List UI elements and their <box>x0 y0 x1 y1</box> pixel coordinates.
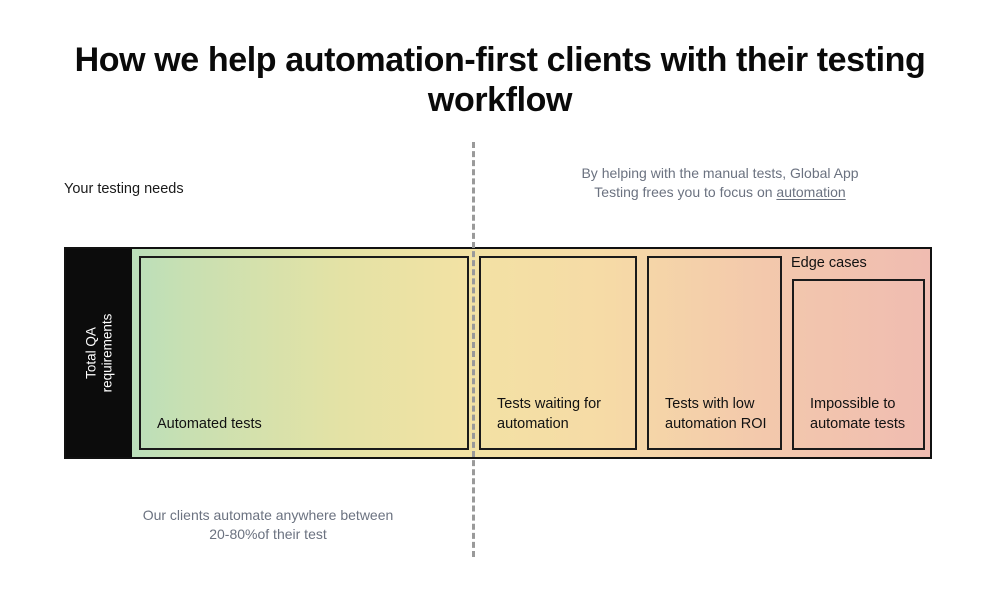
right-note-line-2-prefix: Testing frees you to focus on <box>594 184 777 200</box>
total-qa-requirements-label: Total QA requirements <box>83 314 115 393</box>
right-annotation-note: By helping with the manual tests, Global… <box>520 164 920 202</box>
segment-automated-tests[interactable]: Automated tests <box>139 256 469 450</box>
edge-cases-caption: Edge cases <box>791 255 867 271</box>
segment-tests-waiting-for-automation[interactable]: Tests waiting for automation <box>479 256 637 450</box>
segment-label: Impossible to automate tests <box>810 396 906 432</box>
axis-label-line-1: Total QA <box>83 327 99 379</box>
bottom-annotation-note: Our clients automate anywhere between 20… <box>78 506 458 544</box>
segment-label: Tests waiting for automation <box>497 396 601 432</box>
segment-label: Tests with low automation ROI <box>665 396 767 432</box>
bottom-note-line-2: 20-80%of their test <box>209 526 327 542</box>
segments-container: Automated tests Tests waiting for automa… <box>132 249 930 457</box>
automation-link[interactable]: automation <box>776 184 846 200</box>
title-part-before: How we help <box>74 41 286 79</box>
right-note-line-1: By helping with the manual tests, Global… <box>581 165 859 181</box>
segment-label: Automated tests <box>157 416 262 432</box>
title-emphasis: automation-first <box>285 41 538 79</box>
page-title: How we help automation-first clients wit… <box>60 40 940 120</box>
segment-impossible-to-automate-tests[interactable]: Impossible to automate tests <box>792 279 925 450</box>
left-annotation-label: Your testing needs <box>64 181 184 197</box>
automation-boundary-divider <box>472 142 475 557</box>
total-qa-requirements-block: Total QA requirements <box>66 249 132 457</box>
axis-label-line-2: requirements <box>99 313 115 393</box>
qa-requirements-band: Total QA requirements Automated tests Te… <box>64 247 932 459</box>
bottom-note-line-1: Our clients automate anywhere between <box>142 507 394 523</box>
segment-tests-with-low-automation-roi[interactable]: Tests with low automation ROI <box>647 256 782 450</box>
title-part-after: clients with their testing workflow <box>427 41 926 119</box>
